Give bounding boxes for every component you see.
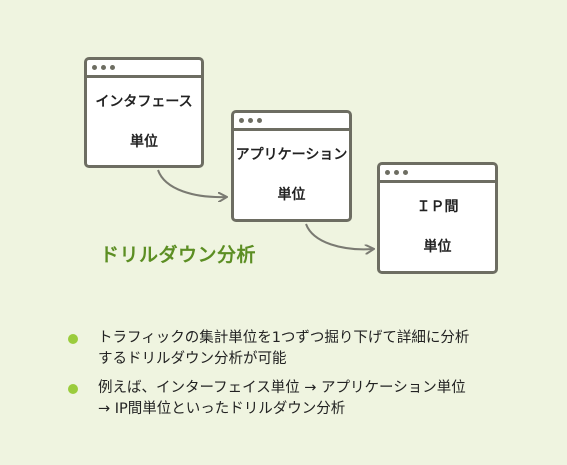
bullet-dot-icon [68,334,78,344]
bullet-list: トラフィックの集計単位を1つずつ掘り下げて詳細に分析 するドリルダウン分析が可能… [66,328,536,428]
bullet-dot-icon [68,384,78,394]
window-titlebar [234,113,349,131]
list-item: トラフィックの集計単位を1つずつ掘り下げて詳細に分析 するドリルダウン分析が可能 [66,328,536,370]
drilldown-diagram: インタフェース 単位 アプリケーション 単位 ＩＰ間 単位 [84,57,567,300]
window-label-line1: ＩＰ間 [416,199,459,215]
arrow-application-to-ip [305,223,373,249]
bullet-line1: トラフィックの集計単位を1つずつ掘り下げて詳細に分析 [98,330,470,346]
list-item: 例えば、インターフェイス単位 → アプリケーション単位 → IP間単位といったド… [66,378,536,420]
window-interface: インタフェース 単位 [84,57,204,168]
window-label: インタフェース 単位 [87,78,201,165]
window-label-line1: アプリケーション [235,147,348,163]
window-label-line1: インタフェース [95,93,193,110]
window-titlebar [87,60,201,78]
window-dot-icon [92,65,97,70]
arrow-interface-to-application [157,169,226,197]
window-dot-icon [239,118,244,123]
window-dot-icon [385,170,390,175]
window-dot-icon [248,118,253,123]
window-label: アプリケーション 単位 [234,131,349,219]
window-dot-icon [101,65,106,70]
window-dot-icon [403,170,408,175]
diagram-title: ドリルダウン分析 [100,244,257,266]
window-dot-icon [110,65,115,70]
window-label: ＩＰ間 単位 [380,183,495,271]
window-label-line2: 単位 [130,133,158,150]
window-application: アプリケーション 単位 [231,110,352,222]
window-label-line2: 単位 [423,239,452,255]
bullet-line2: → IP間単位といったドリルダウン分析 [98,401,346,417]
window-ip: ＩＰ間 単位 [377,162,498,274]
arrows [157,169,567,300]
bullet-line1: 例えば、インターフェイス単位 → アプリケーション単位 [98,380,466,396]
window-dot-icon [394,170,399,175]
bullet-line2: するドリルダウン分析が可能 [98,351,287,367]
window-titlebar [380,165,495,183]
window-dot-icon [257,118,262,123]
window-label-line2: 単位 [277,187,306,203]
